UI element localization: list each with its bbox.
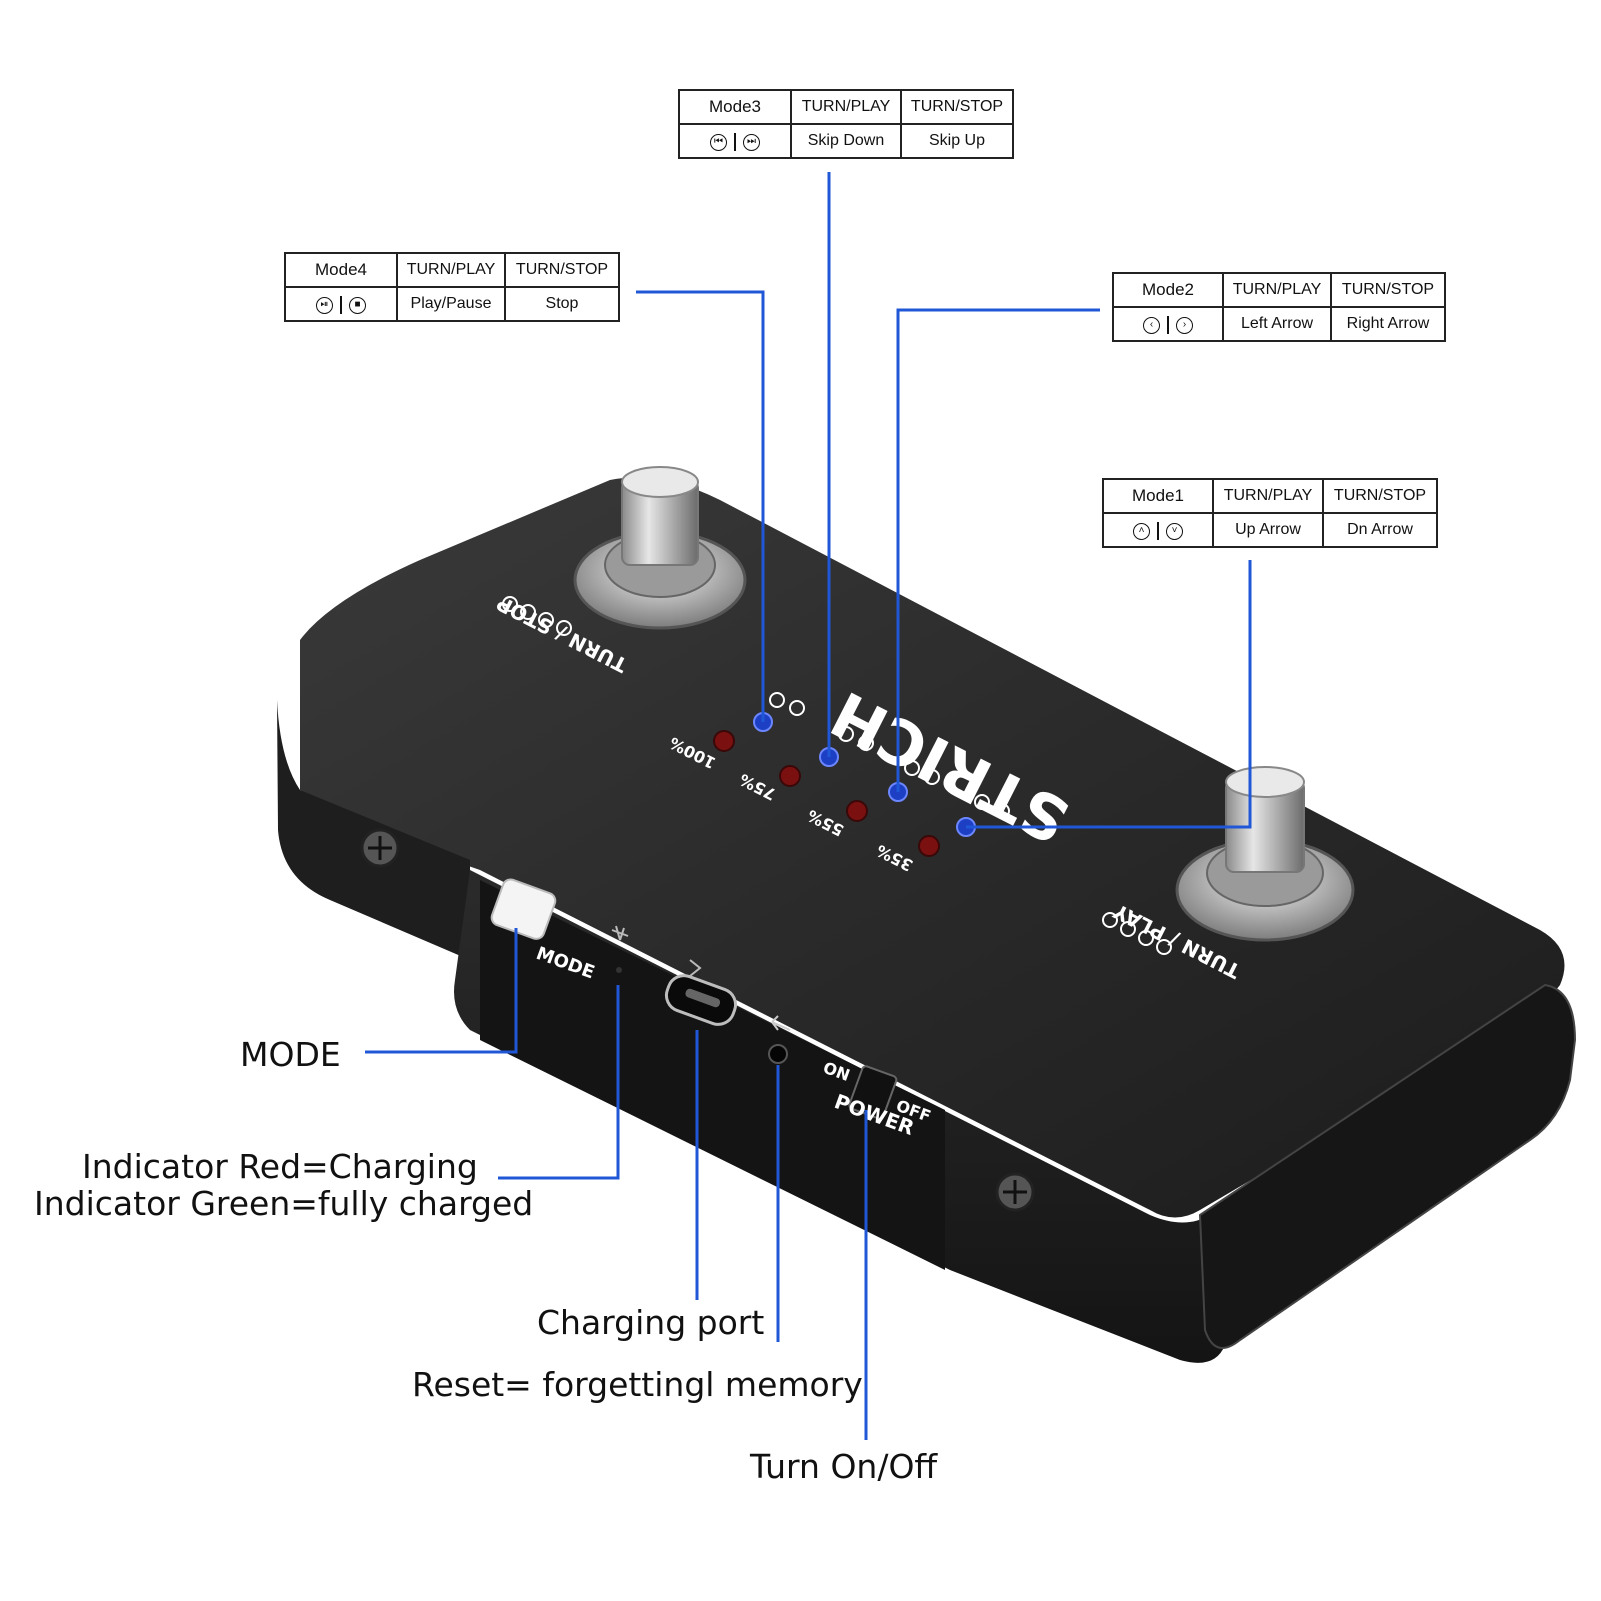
- mode2-turn-play-header: TURN/PLAY: [1222, 272, 1332, 308]
- mode1-turn-play-header: TURN/PLAY: [1212, 478, 1324, 514]
- right-arrow-icon: ›: [1176, 316, 1193, 334]
- screw-right: [995, 1172, 1035, 1212]
- callout-mode: MODE: [240, 1035, 341, 1074]
- screw-left: [360, 828, 400, 868]
- charging-indicator: [616, 967, 622, 973]
- mode2-title: Mode2: [1112, 272, 1224, 308]
- mode2-turn-stop-action: Right Arrow: [1330, 306, 1446, 342]
- battery-led-35: [918, 835, 940, 857]
- mode4-turn-play-header: TURN/PLAY: [396, 252, 506, 288]
- mode2-turn-play-action: Left Arrow: [1222, 306, 1332, 342]
- mode4-table: Mode4 TURN/PLAY TURN/STOP ⏯ ■ Play/Pause…: [284, 252, 620, 322]
- indicator-symbol-icon: [611, 925, 629, 941]
- leader-mode2: [896, 308, 1100, 792]
- mode4-turn-play-action: Play/Pause: [396, 286, 506, 322]
- battery-led-75: [779, 765, 801, 787]
- leader-mode4: [636, 290, 765, 722]
- leader-lines: [365, 172, 1252, 1440]
- mode3-title: Mode3: [678, 89, 792, 125]
- usb-symbol-icon: [689, 959, 702, 977]
- mode1-turn-play-action: Up Arrow: [1212, 512, 1324, 548]
- callout-reset: Reset= forgettingl memory: [412, 1365, 863, 1404]
- left-arrow-icon: ‹: [1143, 316, 1160, 334]
- leader-mode1: [966, 560, 1252, 829]
- device-mode-icons-left: [502, 596, 572, 636]
- battery-led-100: [713, 730, 735, 752]
- up-arrow-icon: ˄: [1133, 522, 1150, 540]
- battery-led-55: [846, 800, 868, 822]
- callout-indicator-line2: Indicator Green=fully charged: [34, 1184, 534, 1223]
- mode3-turn-stop-action: Skip Up: [900, 123, 1014, 159]
- callout-indicator-line1: Indicator Red=Charging: [82, 1147, 478, 1186]
- mode2-icons: ‹ ›: [1112, 306, 1224, 342]
- stop-icon: ■: [349, 296, 366, 314]
- mode3-turn-play-header: TURN/PLAY: [790, 89, 902, 125]
- device-end-cap: [1198, 983, 1577, 1349]
- left-footswitch: [573, 466, 747, 630]
- device-mode-icons-right: [1102, 912, 1172, 955]
- reset-arrow-icon: [771, 1015, 791, 1031]
- mode3-table: Mode3 TURN/PLAY TURN/STOP ⏮ ⏭ Skip Down …: [678, 89, 1014, 159]
- battery-leds: [713, 730, 940, 857]
- callout-power: Turn On/Off: [750, 1447, 938, 1486]
- mode2-table: Mode2 TURN/PLAY TURN/STOP ‹ › Left Arrow…: [1112, 272, 1446, 342]
- mode3-turn-play-action: Skip Down: [790, 123, 902, 159]
- skip-previous-icon: ⏮: [710, 133, 727, 151]
- mode1-turn-stop-header: TURN/STOP: [1322, 478, 1438, 514]
- play-pause-icon: ⏯: [316, 296, 333, 314]
- mode3-turn-stop-header: TURN/STOP: [900, 89, 1014, 125]
- mode1-table: Mode1 TURN/PLAY TURN/STOP ˄ ˅ Up Arrow D…: [1102, 478, 1438, 548]
- mode4-title: Mode4: [284, 252, 398, 288]
- mode1-turn-stop-action: Dn Arrow: [1322, 512, 1438, 548]
- mode-led-icons: [769, 692, 1010, 819]
- down-arrow-icon: ˅: [1166, 522, 1183, 540]
- mode4-turn-stop-header: TURN/STOP: [504, 252, 620, 288]
- leader-indicator: [498, 985, 620, 1180]
- mode1-icons: ˄ ˅: [1102, 512, 1214, 548]
- mode4-icons: ⏯ ■: [284, 286, 398, 322]
- mode2-turn-stop-header: TURN/STOP: [1330, 272, 1446, 308]
- skip-next-icon: ⏭: [743, 133, 760, 151]
- callout-charging-port: Charging port: [537, 1303, 765, 1342]
- right-footswitch: [1175, 766, 1355, 942]
- side-recess: [480, 880, 945, 1270]
- reset-hole: [768, 1044, 788, 1064]
- mode4-turn-stop-action: Stop: [504, 286, 620, 322]
- mode3-icons: ⏮ ⏭: [678, 123, 792, 159]
- leader-mode-button: [365, 928, 518, 1054]
- mode1-title: Mode1: [1102, 478, 1214, 514]
